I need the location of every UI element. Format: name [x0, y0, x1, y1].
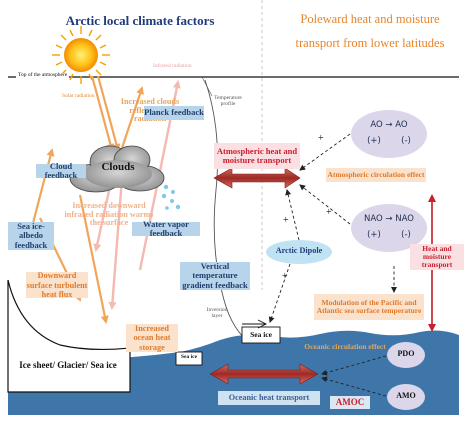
sea-ice-albedo-feedback-box: Sea ice-albedo feedback: [8, 221, 54, 250]
nao-plus: (+): [367, 230, 381, 240]
amo-ellipse: [387, 384, 425, 410]
toa-label: Top of the atmosphere: [16, 72, 70, 79]
sea-ice-label-1: Sea ice: [180, 354, 198, 360]
arctic-dipole-label: Arctic Dipole: [275, 246, 323, 255]
temperature-profile-label: Temperature profile: [214, 95, 242, 107]
plus-sign-4: +: [282, 271, 288, 282]
plus-sign-1: +: [318, 133, 324, 144]
infrared-label: Infrared radiation: [153, 63, 192, 69]
atmos-circ-box: Atmospheric circulation effect: [326, 168, 426, 182]
arctic-dipole-ellipse: [266, 240, 332, 264]
water-vapor-feedback-box: Water vapor feedback: [132, 219, 200, 238]
cloud-shape: [69, 145, 165, 193]
oceanic-transport-arrow: [209, 363, 319, 385]
atmospheric-transport-arrow: [213, 167, 301, 189]
sea-ice-label-2: Sea ice: [250, 330, 272, 339]
ao-plus: (+): [367, 136, 381, 146]
oceanic-circ-text: Oceanic circulation effect: [304, 342, 386, 351]
pdo-ellipse: [387, 342, 425, 368]
amoc-label: AMOC: [330, 396, 370, 409]
solar-radiation-label: Solar radiation: [62, 93, 95, 99]
pdo-label: PDO: [397, 349, 415, 358]
nao-line1: NAO → NAO: [364, 214, 414, 224]
ao-line1: AO → AO: [370, 120, 408, 130]
planck-feedback-box: Planck feedback: [144, 106, 204, 120]
clouds-label: Clouds: [101, 161, 135, 173]
water-vapor-droplets: [161, 184, 181, 210]
atmos-heat-box: Atmospheric heat and moisture transport: [214, 143, 300, 169]
nao-ellipse: [351, 204, 427, 252]
amo-label: AMO: [396, 391, 416, 400]
downward-surface-box: Downward surface turbulent heat flux: [26, 271, 88, 299]
sea-ice-floe-1: [175, 351, 203, 366]
ice-sheet-label: Ice sheet/ Glacier/ Sea ice: [19, 360, 117, 370]
heat-moisture-box: Heat and moisture transport: [410, 244, 464, 270]
modulation-box: Modulation of the Pacific and Atlantic s…: [314, 294, 424, 320]
plus-sign-2: +: [326, 207, 332, 218]
ao-minus: (-): [401, 136, 411, 146]
temperature-profile-curve: [204, 79, 253, 346]
increased-ocean-box: Increased ocean heat storage: [126, 324, 178, 352]
right-title: Poleward heat and moisture transport fro…: [295, 12, 445, 50]
increased-downward-text: Increased downward infrared radiation wa…: [64, 201, 154, 228]
left-title: Arctic local climate factors: [65, 13, 215, 28]
plus-sign-3: +: [283, 215, 289, 226]
inversion-layer-label: Inversion layer: [206, 307, 228, 319]
oceanic-heat-box: Oceanic heat transport: [218, 391, 320, 405]
vertical-temp-feedback-box: Vertical temperature gradient feedback: [180, 261, 250, 290]
nao-minus: (-): [401, 230, 411, 240]
ao-ellipse: [351, 110, 427, 158]
cloud-feedback-box: Cloud feedback: [36, 161, 86, 180]
sun-icon: [52, 26, 110, 84]
